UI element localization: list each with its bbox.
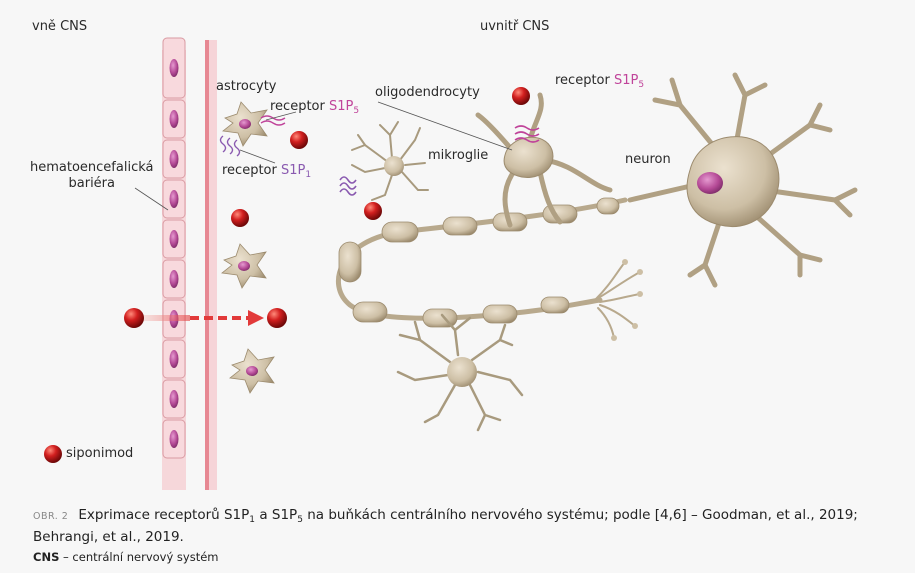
astrocyte-icon [229, 348, 275, 394]
siponimod-molecule-icon [364, 202, 382, 220]
microglia-label: mikroglie [428, 148, 489, 163]
astrocyte-icon [219, 101, 286, 157]
receptor-s1p5-astro-label: receptor S1P5 [270, 99, 360, 116]
legend-siponimod-label: siponimod [66, 446, 134, 461]
abbreviation-note: CNS – centrální nervový systém [33, 550, 219, 564]
endothelial-nucleus [169, 350, 179, 368]
myelin-sheath [338, 241, 362, 283]
myelin-sheath [352, 301, 388, 323]
myelin-sheath [422, 308, 458, 328]
siponimod-molecule-icon [231, 209, 249, 227]
endothelial-nucleus [169, 430, 179, 448]
endothelial-nucleus [169, 190, 179, 208]
endothelial-nucleus [169, 59, 179, 77]
receptor-s1p1-label: receptor S1P1 [222, 163, 312, 180]
transport-arrow [140, 310, 264, 326]
myelin-sheath [442, 216, 478, 236]
siponimod-molecule-icon [44, 445, 62, 463]
neuron-icon [627, 72, 858, 288]
astrocytes-label: astrocyty [216, 79, 277, 94]
blood-brain-barrier [162, 37, 217, 490]
axon [336, 197, 643, 341]
myelin-sheath [482, 304, 518, 324]
myelin-sheath [596, 197, 620, 215]
oligodendrocyte-icon [377, 92, 613, 228]
endothelial-nucleus [169, 390, 179, 408]
myelin-sheath [381, 221, 419, 243]
siponimod-molecule-icon [124, 308, 144, 328]
endothelial-nucleus [169, 150, 179, 168]
astrocyte-icon [221, 243, 267, 289]
region-inside-label: uvnitř CNS [480, 19, 550, 34]
endothelial-nucleus [169, 230, 179, 248]
caption-tag: OBR. 2 [33, 511, 69, 522]
endothelial-nucleus [169, 110, 179, 128]
bbb-label: hematoencefalická bariéra [30, 160, 154, 191]
receptor-coil [339, 176, 357, 196]
myelin-sheath [540, 296, 570, 314]
receptor-s1p5-oligo-label: receptor S1P5 [555, 73, 645, 90]
neuron-label: neuron [625, 152, 671, 167]
region-outside-label: vně CNS [32, 19, 88, 34]
siponimod-molecule-icon [290, 131, 308, 149]
microglia-icon [396, 313, 524, 432]
microglia-icon [339, 121, 429, 201]
siponimod-molecules [44, 87, 530, 463]
oligodendrocytes-label: oligodendrocyty [375, 85, 480, 100]
diagram-canvas [44, 37, 858, 490]
siponimod-molecule-icon [512, 87, 530, 105]
receptor-coil [514, 125, 540, 143]
endothelial-nucleus [169, 270, 179, 288]
siponimod-molecule-icon [267, 308, 287, 328]
